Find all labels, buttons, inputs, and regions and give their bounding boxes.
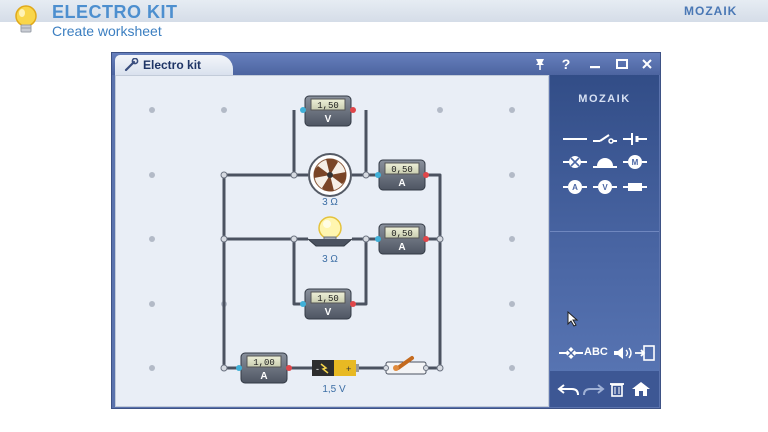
pin-icon [536,59,544,70]
ammeter-fan-unit: A [398,178,405,189]
maximize-icon [616,59,628,69]
wire-tool-icon[interactable] [562,131,588,147]
undo-icon[interactable] [556,381,582,397]
electro-kit-window: Electro kit ? [111,52,661,409]
ammeter-main-unit: A [260,371,267,382]
panel-brand-logo: MOZAIK [578,93,631,105]
voltmeter-bottom-reading: 1,50 [317,294,339,304]
lightbulb-logo-icon [15,5,37,33]
minimize-icon [590,66,600,69]
sound-tool-icon[interactable] [610,345,636,361]
circuit-diagram: 1,50 V 3 Ω 0,50 A [149,95,515,395]
battery-plus-sign: + [346,364,351,374]
battery-minus-sign: - [316,364,319,374]
bulb-tool-icon[interactable] [562,154,588,170]
voltmeter-top-reading: 1,50 [317,101,339,111]
help-icon: ? [561,56,571,72]
app-title: ELECTRO KIT [52,2,178,22]
connect-tool-icon[interactable] [558,345,584,361]
ammeter-bulb-unit: A [398,242,405,253]
maximize-button[interactable] [613,56,631,72]
voltmeter-tool-icon[interactable]: V [592,179,618,195]
voltmeter-bottom-unit: V [325,307,332,318]
wire-junctions [220,171,444,372]
circuit-canvas[interactable]: 1,50 V 3 Ω 0,50 A [115,75,549,407]
tab-electro-kit[interactable]: Electro kit [115,55,233,75]
ammeter-fan-branch[interactable]: 0,50 A [375,159,429,191]
battery-voltage-label: 1,5 V [322,384,346,395]
ammeter-main[interactable]: 1,00 A [236,352,292,384]
battery-component[interactable]: - + 1,5 V [312,360,359,395]
app-header-bar [0,0,768,22]
help-button[interactable]: ? [557,56,575,72]
text-tool-button[interactable]: ABC [584,346,608,358]
voltmeter-top[interactable]: 1,50 V [300,95,356,127]
switch-component[interactable] [383,356,429,375]
close-button[interactable] [638,56,656,72]
home-icon[interactable] [628,381,654,397]
ammeter-main-reading: 1,00 [253,358,275,368]
bell-tool-icon[interactable] [592,154,618,170]
ammeter-tool-icon[interactable]: A [562,179,588,195]
panel-action-bar [550,371,659,407]
tool-panel: MOZAIK M A V ABC [550,75,659,407]
minimize-button[interactable] [586,56,604,72]
tab-label: Electro kit [143,58,202,72]
brand-logo: MOZAIK [684,4,738,18]
switch-tool-icon[interactable] [592,131,618,147]
panel-divider [550,231,659,232]
ammeter-bulb-branch[interactable]: 0,50 A [375,223,429,255]
battery-tool-icon[interactable] [622,131,648,147]
ammeter-bulb-reading: 0,50 [391,229,413,239]
redo-icon[interactable] [580,381,606,397]
voltmeter-bottom[interactable]: 1,50 V [300,288,356,320]
resistor-tool-icon[interactable] [622,179,648,195]
fan-motor-component[interactable]: 3 Ω [308,153,352,208]
window-titlebar: Electro kit ? [112,53,660,75]
svg-text:V: V [602,183,608,192]
mouse-pointer-icon [567,311,579,327]
svg-text:A: A [572,183,578,192]
wrench-icon [124,58,139,72]
close-icon [642,59,652,69]
ammeter-fan-reading: 0,50 [391,165,413,175]
lightbulb-component[interactable]: 3 Ω [307,216,353,265]
fan-resistance-label: 3 Ω [322,197,338,208]
bulb-resistance-label: 3 Ω [322,254,338,265]
export-tool-icon[interactable] [632,345,658,361]
voltmeter-top-unit: V [325,114,332,125]
motor-tool-icon[interactable]: M [622,154,648,170]
trash-icon[interactable] [604,381,630,397]
svg-text:M: M [632,158,639,167]
app-subtitle: Create worksheet [52,23,162,39]
pin-button[interactable] [531,56,549,72]
